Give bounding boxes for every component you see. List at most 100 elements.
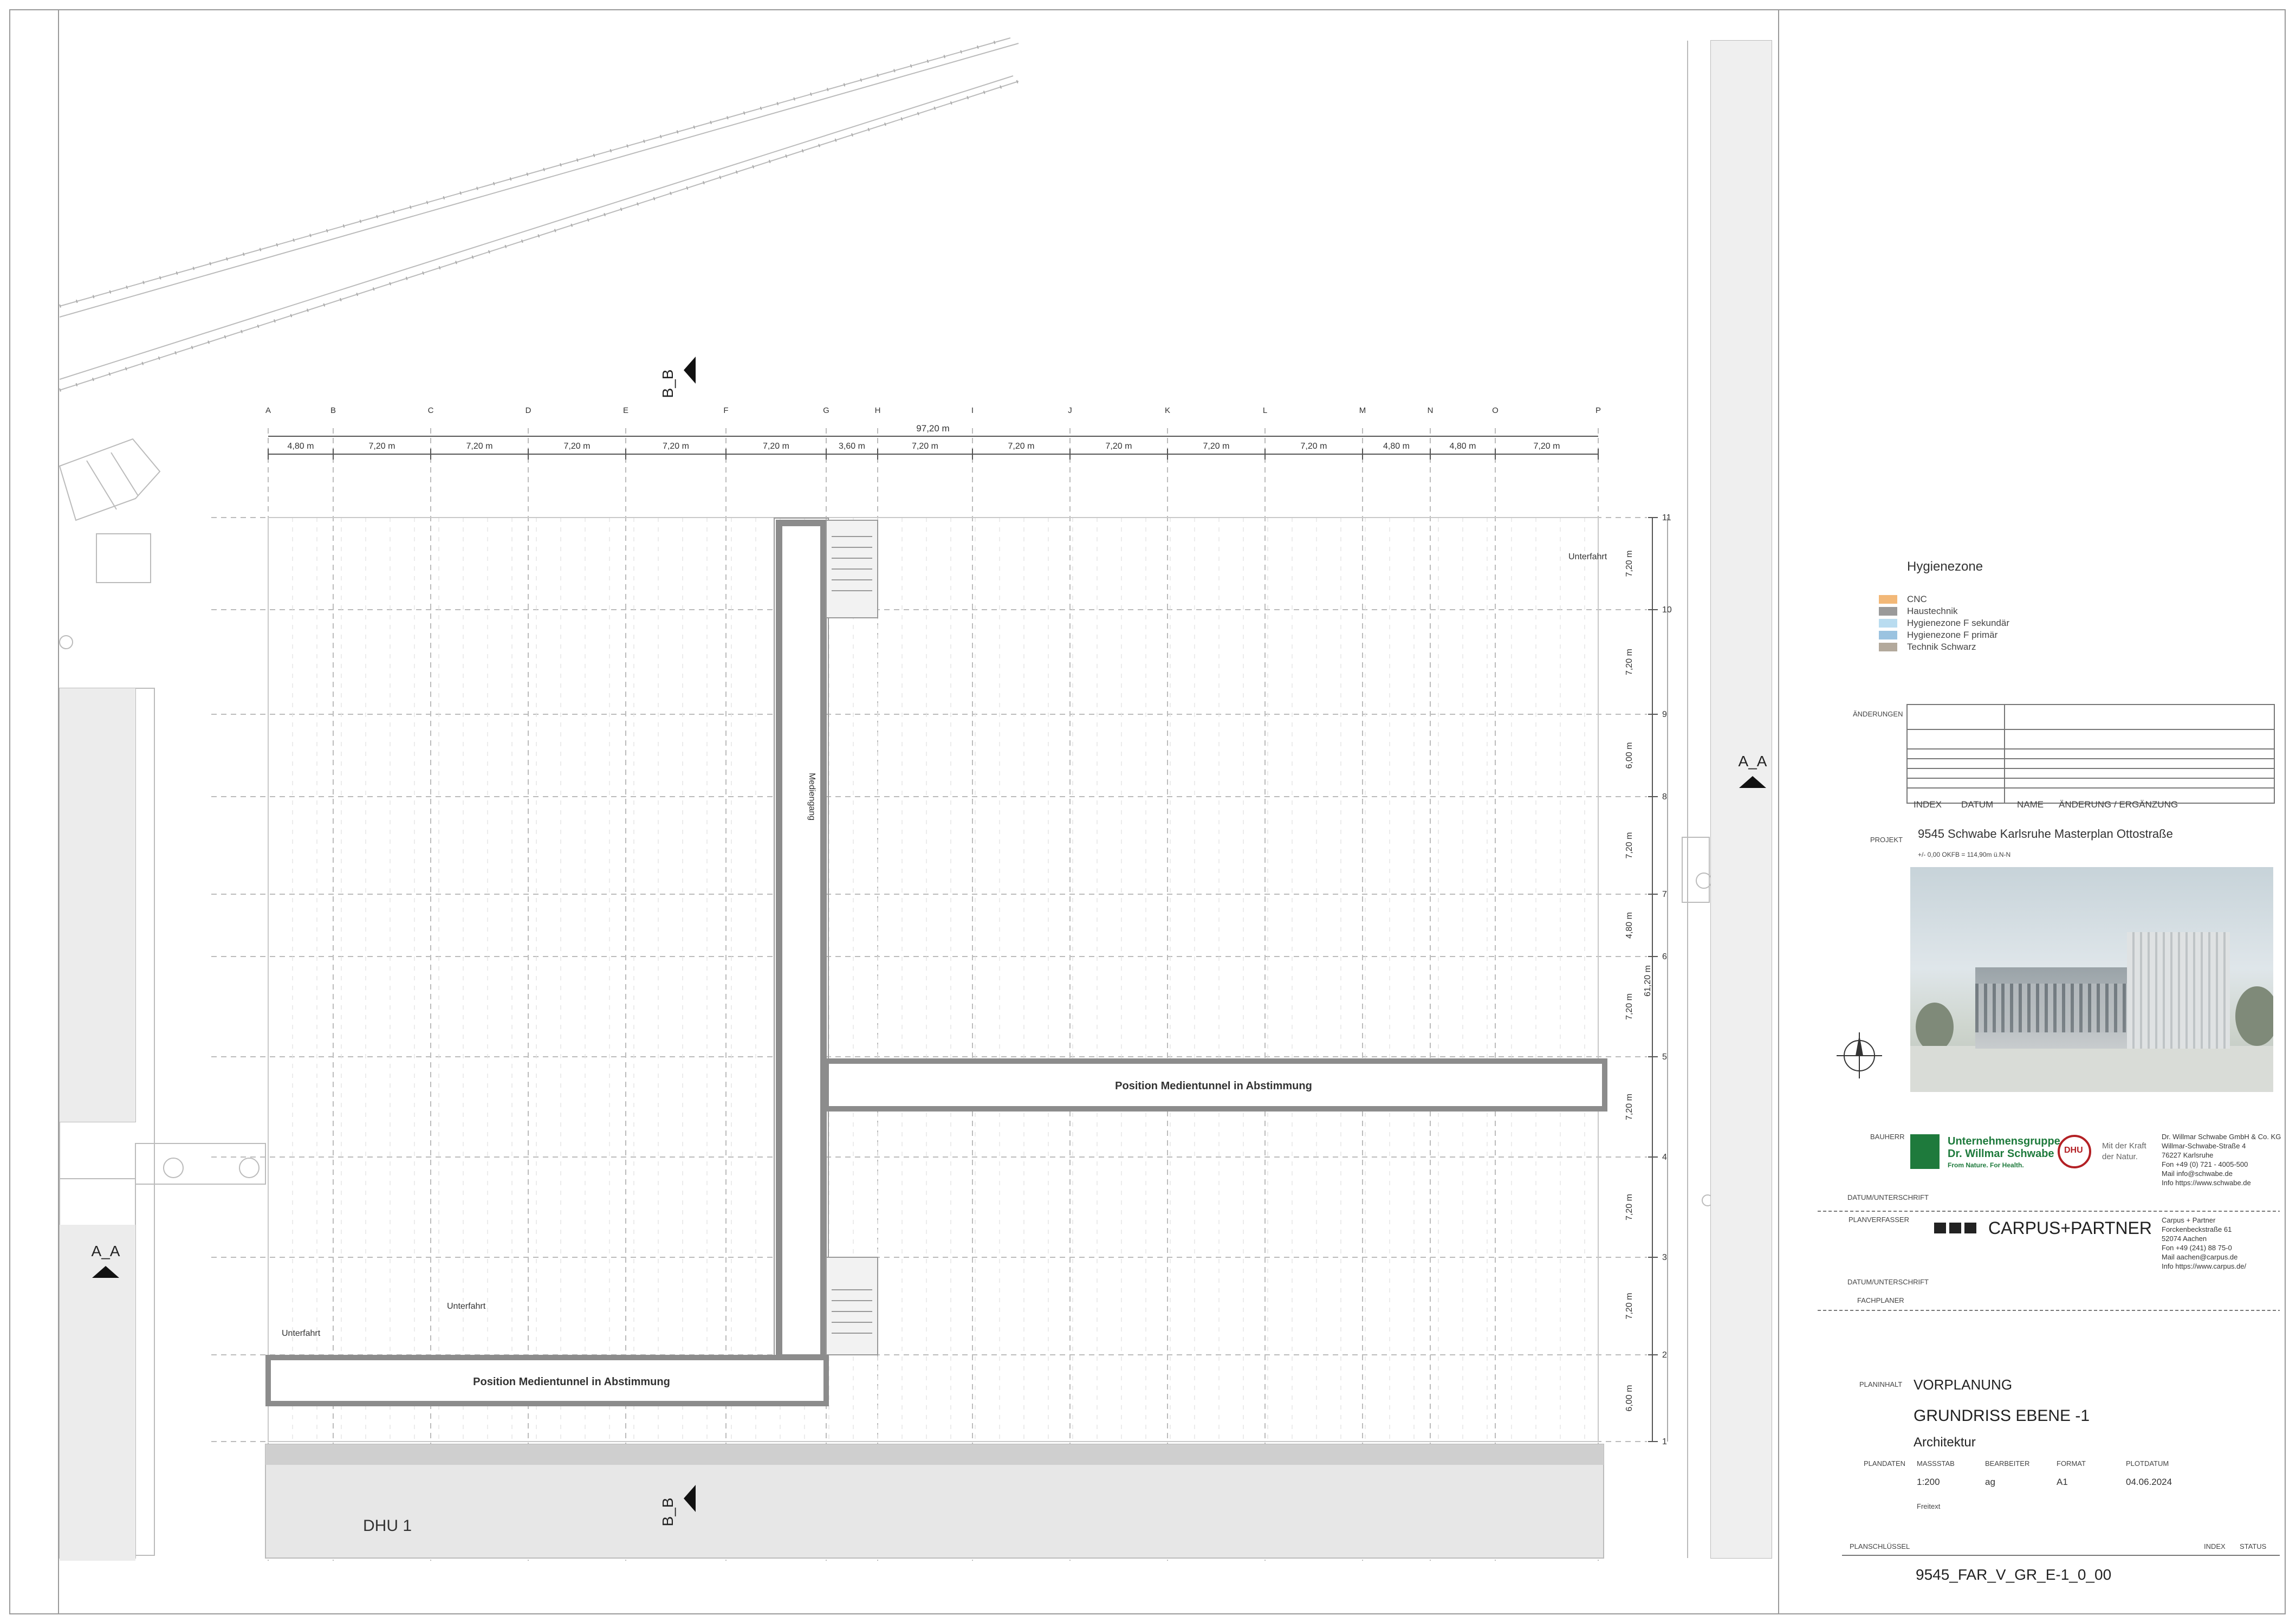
dhu-logo: [2058, 1135, 2091, 1168]
dim-x: 7,20 m: [1106, 442, 1132, 451]
axis-label-H: H: [875, 406, 881, 415]
dim-y: 7,20 m: [1625, 551, 1634, 577]
dim-y: 6,00 m: [1625, 1385, 1634, 1412]
section-marker-bb-top: B_B: [659, 357, 696, 398]
plan-discipline: Architektur: [1914, 1435, 1976, 1450]
address-line: Info https://www.carpus.de/: [2162, 1262, 2247, 1270]
dim-y: 7,20 m: [1625, 832, 1634, 859]
col-aenderung: ÄNDERUNG / ERGÄNZUNG: [2059, 799, 2178, 810]
legend-title: Hygienezone: [1907, 559, 1983, 574]
bearbeiter-label: BEARBEITER: [1985, 1459, 2030, 1468]
plotdatum-label: PLOTDATUM: [2126, 1459, 2169, 1468]
address-line: Info https://www.schwabe.de: [2162, 1179, 2251, 1187]
axis-label-P: P: [1595, 406, 1601, 415]
dim-x: 7,20 m: [1534, 442, 1560, 451]
dim-x: 7,20 m: [1203, 442, 1230, 451]
dim-x: 7,20 m: [1301, 442, 1327, 451]
legend-swatch: [1879, 643, 1897, 651]
legend-swatch: [1879, 631, 1897, 639]
legend-label: Technik Schwarz: [1907, 642, 1976, 652]
unterfahrt-label-2: Unterfahrt: [447, 1302, 486, 1311]
mediengang-corridor: [776, 520, 827, 1361]
bauherr-logo-line1: Unternehmensgruppe: [1948, 1135, 2060, 1147]
axis-label-B: B: [330, 406, 336, 415]
dim-total-x: 97,20 m: [916, 423, 949, 434]
right-street-fill: [1711, 41, 1772, 1558]
axis-label-row-1: 1: [1662, 1437, 1667, 1446]
section-marker-aa-right: A_A: [1739, 753, 1767, 788]
north-arrow-icon: [1837, 1032, 1882, 1078]
massstab-value: 1:200: [1917, 1477, 1940, 1487]
dim-x: 7,20 m: [912, 442, 938, 451]
col-datum: DATUM: [1961, 799, 1994, 810]
projekt-label: PROJEKT: [1870, 836, 1903, 844]
address-line: Carpus + Partner: [2162, 1216, 2216, 1224]
axis-label-E: E: [623, 406, 628, 415]
dim-y: 7,20 m: [1625, 1293, 1634, 1320]
legend-label: CNC: [1907, 594, 1927, 604]
dim-y: 7,20 m: [1625, 649, 1634, 675]
unterfahrt-label-3: Unterfahrt: [282, 1329, 321, 1338]
legend-swatch: [1879, 595, 1897, 604]
dim-x: 7,20 m: [663, 442, 689, 451]
axis-label-K: K: [1165, 406, 1170, 415]
address-line: 76227 Karlsruhe: [2162, 1151, 2214, 1159]
dhu-logo-mark: DHU: [2064, 1146, 2083, 1155]
dim-x: 3,60 m: [839, 442, 865, 451]
section-marker-aa-left: A_A: [92, 1243, 120, 1278]
legend-label: Hygienezone F primär: [1907, 630, 1998, 640]
tunnel-label-right: Position Medientunnel in Abstimmung: [1115, 1080, 1312, 1092]
section-marker-bb-bottom: B_B: [659, 1485, 696, 1526]
sheet-frame: [9, 9, 2286, 1614]
railway-ties-2: [59, 80, 1019, 392]
plan-labels: Position Medientunnel in Abstimmung Posi…: [282, 552, 1607, 1535]
col-index: INDEX: [1914, 799, 1942, 810]
address-line: 52074 Aachen: [2162, 1235, 2207, 1243]
section-label: A_A: [92, 1243, 120, 1259]
section-arrow-icon: [684, 1485, 696, 1512]
building-outline: [268, 517, 1599, 1442]
dim-x: 7,20 m: [564, 442, 591, 451]
format-value: A1: [2057, 1477, 2068, 1487]
tunnel-label-bottom: Position Medientunnel in Abstimmung: [473, 1376, 670, 1388]
dim-x: 7,20 m: [763, 442, 789, 451]
axis-label-row-5: 5: [1662, 1052, 1667, 1062]
axis-label-J: J: [1068, 406, 1072, 415]
dim-x: 7,20 m: [1008, 442, 1035, 451]
dim-y: 7,20 m: [1625, 993, 1634, 1020]
project-name: 9545 Schwabe Karlsruhe Masterplan Ottost…: [1918, 827, 2173, 841]
left-fill-zone: [60, 688, 135, 1561]
dim-x: 7,20 m: [369, 442, 395, 451]
plandaten-label: PLANDATEN: [1864, 1459, 1906, 1468]
planverfasser-label: PLANVERFASSER: [1849, 1216, 1909, 1224]
datum-unterschrift-1: DATUM/UNTERSCHRIFT: [1847, 1193, 1929, 1201]
axis-label-N: N: [1428, 406, 1434, 415]
bauherr-label: BAUHERR: [1870, 1133, 1905, 1141]
dhu-building-edge: [265, 1444, 1604, 1465]
dhu-claim-1: Mit der Kraft: [2102, 1141, 2146, 1151]
datum-unterschrift-2: DATUM/UNTERSCHRIFT: [1847, 1278, 1929, 1286]
tunnel-bottom: [265, 1355, 829, 1406]
axis-label-row-6: 6: [1662, 952, 1667, 961]
address-line: Dr. Willmar Schwabe GmbH & Co. KG: [2162, 1133, 2281, 1141]
dim-x: 4,80 m: [1383, 442, 1410, 451]
plotdatum-value: 04.06.2024: [2126, 1477, 2172, 1487]
dim-y: 6,00 m: [1625, 742, 1634, 769]
stair-core-top: [826, 520, 878, 618]
tunnel-right: [823, 1058, 1607, 1112]
massstab-label: MASSSTAB: [1917, 1459, 1955, 1468]
axis-label-C: C: [428, 406, 434, 415]
dim-total-y: 61,20 m: [1643, 965, 1652, 997]
address-line: Forckenbeckstraße 61: [2162, 1225, 2232, 1233]
format-label: FORMAT: [2057, 1459, 2086, 1468]
bauherr-logo-tagline: From Nature. For Health.: [1948, 1161, 2024, 1169]
dim-y: 7,20 m: [1625, 1194, 1634, 1220]
address-line: Fon +49 (241) 88 75-0: [2162, 1244, 2232, 1252]
axis-label-D: D: [526, 406, 531, 415]
legend-label: Hygienezone F sekundär: [1907, 618, 2010, 628]
axis-label-row-11: 11: [1662, 513, 1671, 522]
axis-label-G: G: [823, 406, 829, 415]
address-line: Willmar-Schwabe-Straße 4: [2162, 1142, 2246, 1150]
legend-label: Haustechnik: [1907, 606, 1958, 616]
